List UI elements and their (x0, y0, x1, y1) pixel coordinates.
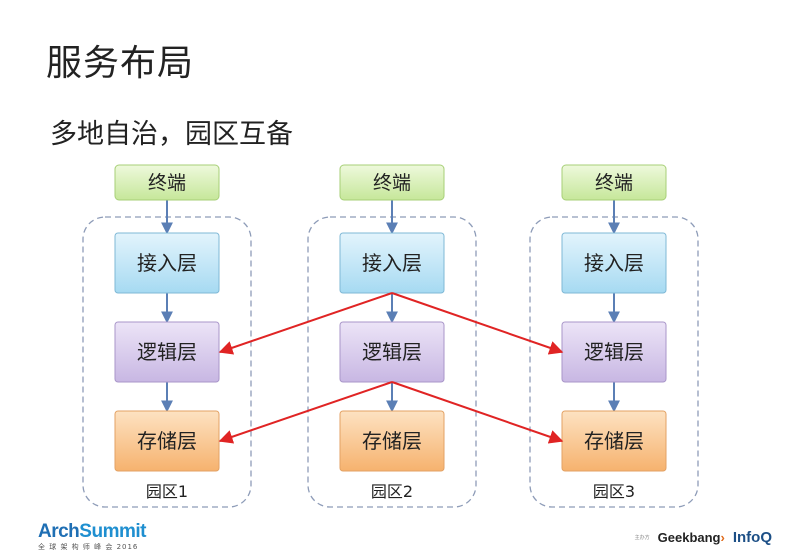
brand-summit: Summit (79, 521, 146, 542)
zone-1-terminal-label: 终端 (148, 172, 186, 194)
zone-2-terminal-box (339, 164, 445, 201)
zone-3-logic-layer-label: 逻辑层 (584, 340, 644, 364)
zone-2-logic-layer-label: 逻辑层 (362, 340, 422, 364)
sponsor-logos: 主办方 Geekbang› InfoQ (635, 529, 772, 546)
slide-subtitle: 多地自治，园区互备 (50, 119, 293, 150)
zone-3-access-layer-label: 接入层 (584, 251, 644, 275)
archsummit-logo: ArchSummit 全 球 架 构 师 峰 会 2016 (38, 522, 146, 552)
cross-arrow-access-to-logic-zone-1 (218, 292, 393, 355)
zone-3-label: 园区3 (593, 482, 635, 501)
zone-1-access-layer-box (114, 232, 220, 294)
zone-2-storage-layer-box (339, 410, 445, 472)
zone-1-access-layer-label: 接入层 (137, 251, 197, 275)
slide-title: 服务布局 (46, 43, 195, 84)
zone-3-terminal-label: 终端 (595, 172, 633, 194)
infoq-logo: InfoQ (732, 529, 772, 546)
zone-2-label: 园区2 (371, 482, 413, 501)
brand-subtitle: 全 球 架 构 师 峰 会 2016 (38, 543, 139, 551)
geekbang-name: Geekbang (657, 530, 721, 545)
zone-3-access-layer-box (561, 232, 667, 294)
zone-3-terminal-box (561, 164, 667, 201)
cross-arrow-logic-to-storage-zone-1 (218, 381, 393, 444)
zone-2-terminal-label: 终端 (373, 172, 411, 194)
geekbang-logo: Geekbang› (658, 530, 725, 545)
zone-1-label: 园区1 (146, 482, 188, 501)
cross-arrow-logic-to-storage-zone-3 (391, 381, 564, 444)
brand-arch: Arch (38, 521, 80, 542)
zone-2-storage-layer-label: 存储层 (362, 429, 422, 453)
zone-1-storage-layer-label: 存储层 (137, 429, 197, 453)
zone-3-storage-layer-label: 存储层 (584, 429, 644, 453)
zone-1-logic-layer-label: 逻辑层 (137, 340, 197, 364)
sponsor-label: 主办方 (634, 535, 650, 541)
zone-1-terminal-box (114, 164, 220, 201)
zone-2-access-layer-label: 接入层 (362, 251, 422, 275)
cross-arrow-access-to-logic-zone-3 (391, 292, 564, 355)
geekbang-mark: › (720, 530, 725, 545)
